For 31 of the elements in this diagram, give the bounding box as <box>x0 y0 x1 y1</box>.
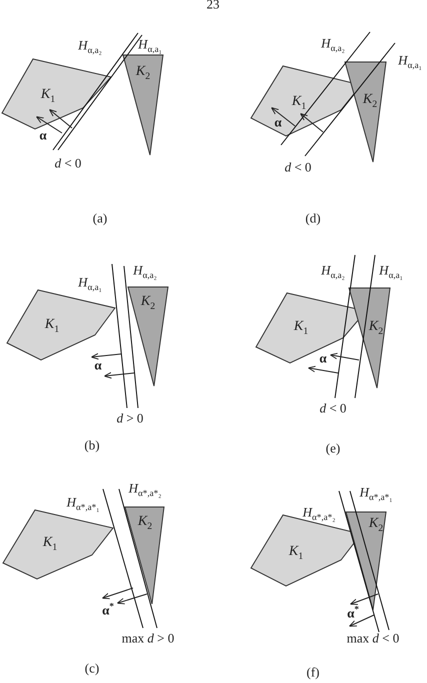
set-label: K$_{1}$ <box>40 88 56 102</box>
vector-label: α <box>39 128 47 142</box>
panel-caption: (c) <box>84 662 100 674</box>
panel-caption: (f) <box>306 666 320 678</box>
set-label: K$_{1}$ <box>294 320 308 334</box>
vector-label: α <box>94 358 102 372</box>
condition-label: max d < 0 <box>346 632 400 644</box>
set-label: K$_{2}$ <box>136 65 150 79</box>
set-label: K$_{1}$ <box>288 545 304 559</box>
set-label: K$_{1}$ <box>42 536 58 550</box>
vector-label: α$^{*}$ <box>347 606 359 620</box>
panel-caption: (e) <box>326 442 340 454</box>
set-label: K$_{2}$ <box>362 93 378 107</box>
vector-label: α <box>319 352 327 364</box>
vector-label: α <box>274 116 282 128</box>
set-label: K$_{2}$ <box>368 320 384 334</box>
set-label: K$_{1}$ <box>44 318 60 332</box>
condition-label: d < 0 <box>320 402 346 414</box>
set-label: K$_{2}$ <box>140 295 156 309</box>
condition-label: max d > 0 <box>122 632 174 644</box>
panel-caption: (d) <box>305 212 321 224</box>
panel-caption: (a) <box>92 212 108 224</box>
panel-caption: (b) <box>84 438 100 452</box>
condition-label: d < 0 <box>54 156 82 170</box>
set-label: K$_{1}$ <box>292 95 306 109</box>
vector-label: α$^{*}$ <box>102 604 114 616</box>
set-label: K$_{2}$ <box>368 517 384 531</box>
condition-label: d > 0 <box>116 412 144 424</box>
condition-label: d < 0 <box>284 160 312 174</box>
page-number: 23 <box>206 0 220 10</box>
set-label: K$_{2}$ <box>138 515 152 529</box>
